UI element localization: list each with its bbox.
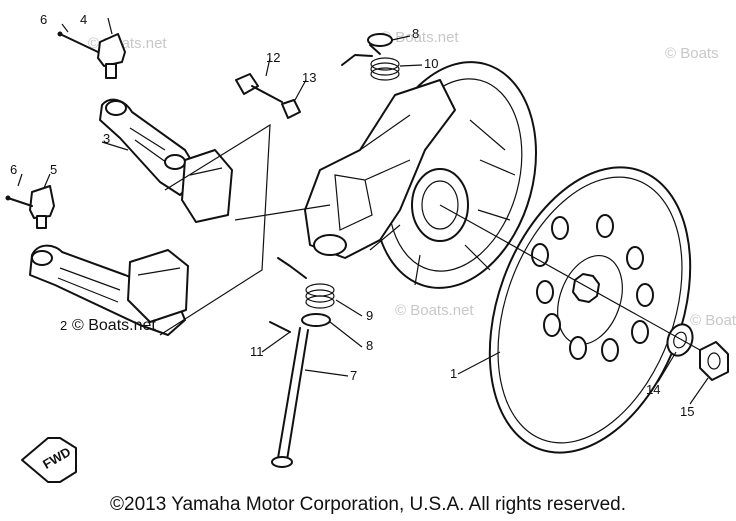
watermark-text: © Boats.net [380,29,459,46]
spring-upper [341,44,400,81]
callout-6: 6 [40,12,47,27]
callout-11: 11 [250,344,264,359]
watermark-text: © Boats.net [72,317,156,334]
callout-10: 10 [424,56,438,71]
spring-lower [277,257,335,309]
callout-1: 1 [450,366,457,381]
callout-6: 6 [10,162,17,177]
callout-14: 14 [646,382,660,397]
copyright-notice: ©2013 Yamaha Motor Corporation, U.S.A. A… [110,494,626,515]
nut [281,99,301,119]
hex-nut [699,341,729,381]
callout-8: 8 [366,338,373,353]
sprocket-housing [304,61,538,289]
callout-4: 4 [80,12,87,27]
bracket-arm-upper [99,98,233,223]
adjuster-block-upper [57,31,126,79]
adjuster-block-lower [5,185,55,229]
forward-arrow: FWD [21,437,77,483]
watermark-text: © Boats [690,312,736,329]
bolt [235,73,283,103]
callout-13: 13 [302,70,316,85]
pivot-pin [271,327,309,468]
watermark-text: © Boats [665,45,719,62]
callout-12: 12 [266,50,280,65]
watermark-text: © Boats.net [395,302,474,319]
washer-lower [301,313,331,327]
callout-3: 3 [103,131,110,146]
washer-upper [367,33,393,47]
callout-7: 7 [350,368,357,383]
callout-8: 8 [412,26,419,41]
callout-9: 9 [366,308,373,323]
callout-15: 15 [680,404,694,419]
callout-2: 2 [60,318,67,333]
bracket-arm-lower [29,244,189,336]
cotter-pin [269,321,291,333]
callout-5: 5 [50,162,57,177]
brake-disc [488,166,692,454]
